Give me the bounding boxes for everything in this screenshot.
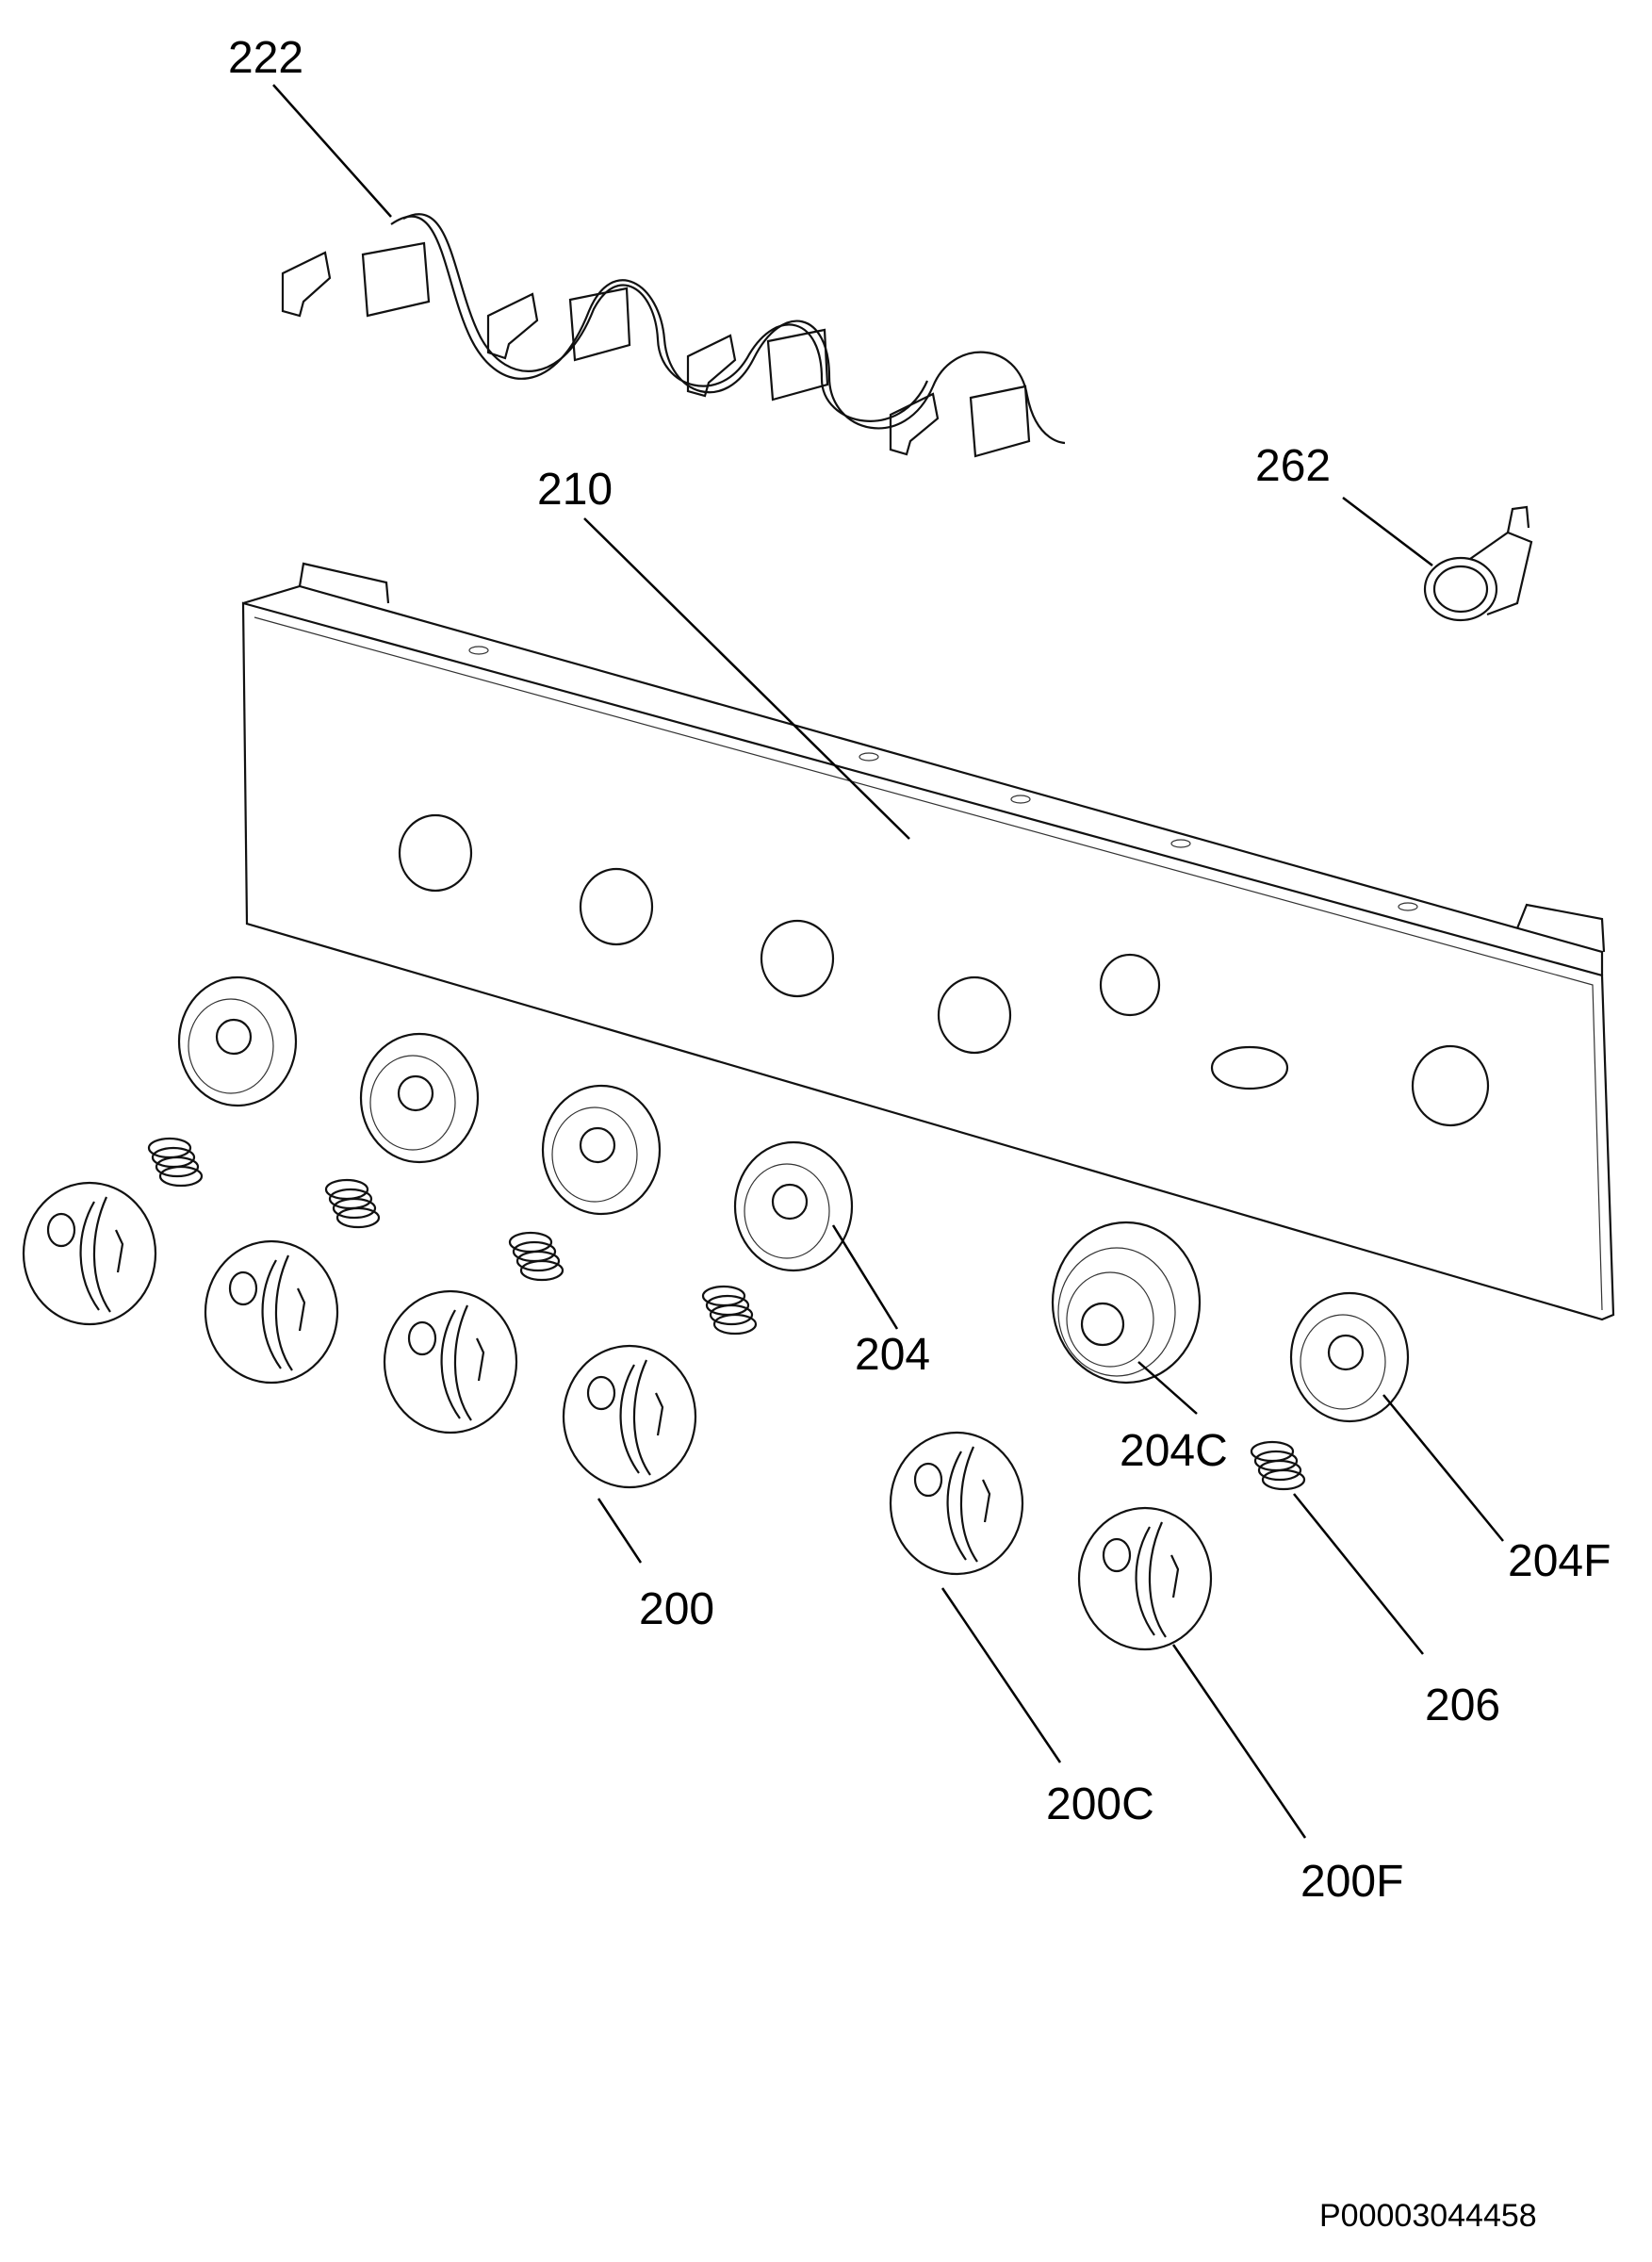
knob-bezel-204c: [1051, 1221, 1202, 1385]
callout-labels: 222 262 210 204 204C 204F 200 200C 200F …: [228, 33, 1611, 1907]
label-200c: 200C: [1046, 1779, 1154, 1829]
knob-bezel-204f: [1289, 1291, 1410, 1423]
label-204f: 204F: [1508, 1536, 1611, 1586]
control-panel-210: [241, 562, 1615, 1321]
knobs-200: [22, 1181, 697, 1489]
label-200: 200: [639, 1584, 714, 1634]
knob-bezels-204: [177, 975, 854, 1272]
leader-lines: [272, 84, 1504, 1839]
knob-200c: [889, 1431, 1024, 1576]
lamp-holder-262: [1423, 505, 1533, 622]
label-206: 206: [1425, 1680, 1500, 1730]
label-210: 210: [537, 465, 613, 515]
document-code: P00003044458: [1319, 2198, 1537, 2234]
wiring-harness-222: [281, 213, 1066, 458]
label-204: 204: [855, 1330, 930, 1380]
knob-200f: [1077, 1506, 1213, 1651]
label-222: 222: [228, 33, 303, 83]
label-204c: 204C: [1120, 1426, 1228, 1476]
label-200f: 200F: [1300, 1857, 1403, 1907]
springs-206: [147, 1137, 1306, 1491]
label-262: 262: [1255, 441, 1331, 491]
